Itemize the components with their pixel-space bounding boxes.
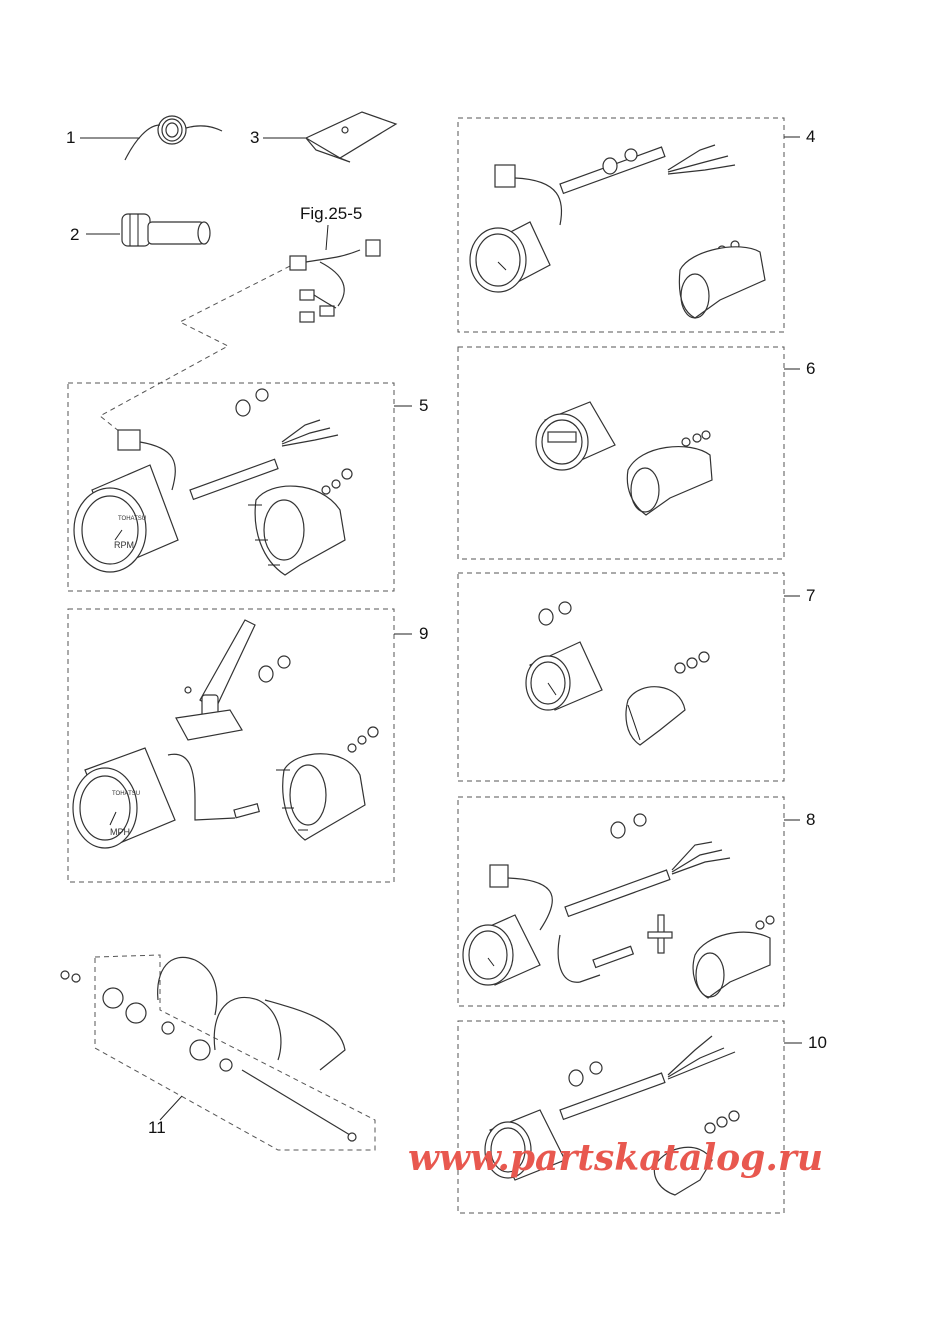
group-box-9 [67, 608, 395, 883]
speed-unit: MPH [110, 827, 130, 837]
leader-11 [159, 1095, 183, 1121]
group-box-4 [457, 117, 785, 333]
group-box-11 [94, 954, 376, 1151]
callout-4: 4 [806, 127, 815, 146]
fig-harness [289, 239, 381, 323]
callout-11: 11 [148, 1118, 166, 1137]
watermark: www.partskatalog.ru [408, 1137, 823, 1179]
part-1-wire-coil [124, 115, 223, 161]
group-box-5 [67, 382, 395, 592]
part-10-gauge [484, 1035, 740, 1196]
callout-5: 5 [419, 396, 428, 415]
group-box-8 [457, 796, 785, 1007]
tach-unit: RPM [114, 540, 134, 550]
speed-brand: TOHATSU [112, 791, 140, 797]
part-5-tachometer: TOHATSU RPM [73, 388, 353, 576]
harness-link-dashed [99, 261, 299, 433]
part-2-grommet [121, 213, 211, 247]
callout-6: 6 [806, 359, 815, 378]
part-9-speedometer: TOHATSU MPH [72, 619, 379, 849]
callout-2: 2 [70, 225, 79, 244]
callout-3: 3 [250, 128, 259, 147]
group-box-7 [457, 572, 785, 782]
part-11-mount-assembly [60, 956, 357, 1142]
callout-7: 7 [806, 586, 815, 605]
part-7-small-gauge [525, 601, 710, 746]
tach-brand: TOHATSU [118, 516, 146, 522]
group-box-10 [457, 1020, 785, 1214]
callout-1: 1 [66, 128, 75, 147]
leader-fig [325, 224, 329, 251]
callout-8: 8 [806, 810, 815, 829]
group-box-6 [457, 346, 785, 560]
figure-reference: Fig.25-5 [300, 204, 362, 223]
part-3-pouch [304, 111, 398, 163]
part-4-gauge [469, 144, 766, 319]
part-8-gauge [462, 813, 775, 999]
callout-9: 9 [419, 624, 428, 643]
callout-10: 10 [808, 1033, 827, 1052]
part-6-hour-meter [535, 401, 713, 516]
